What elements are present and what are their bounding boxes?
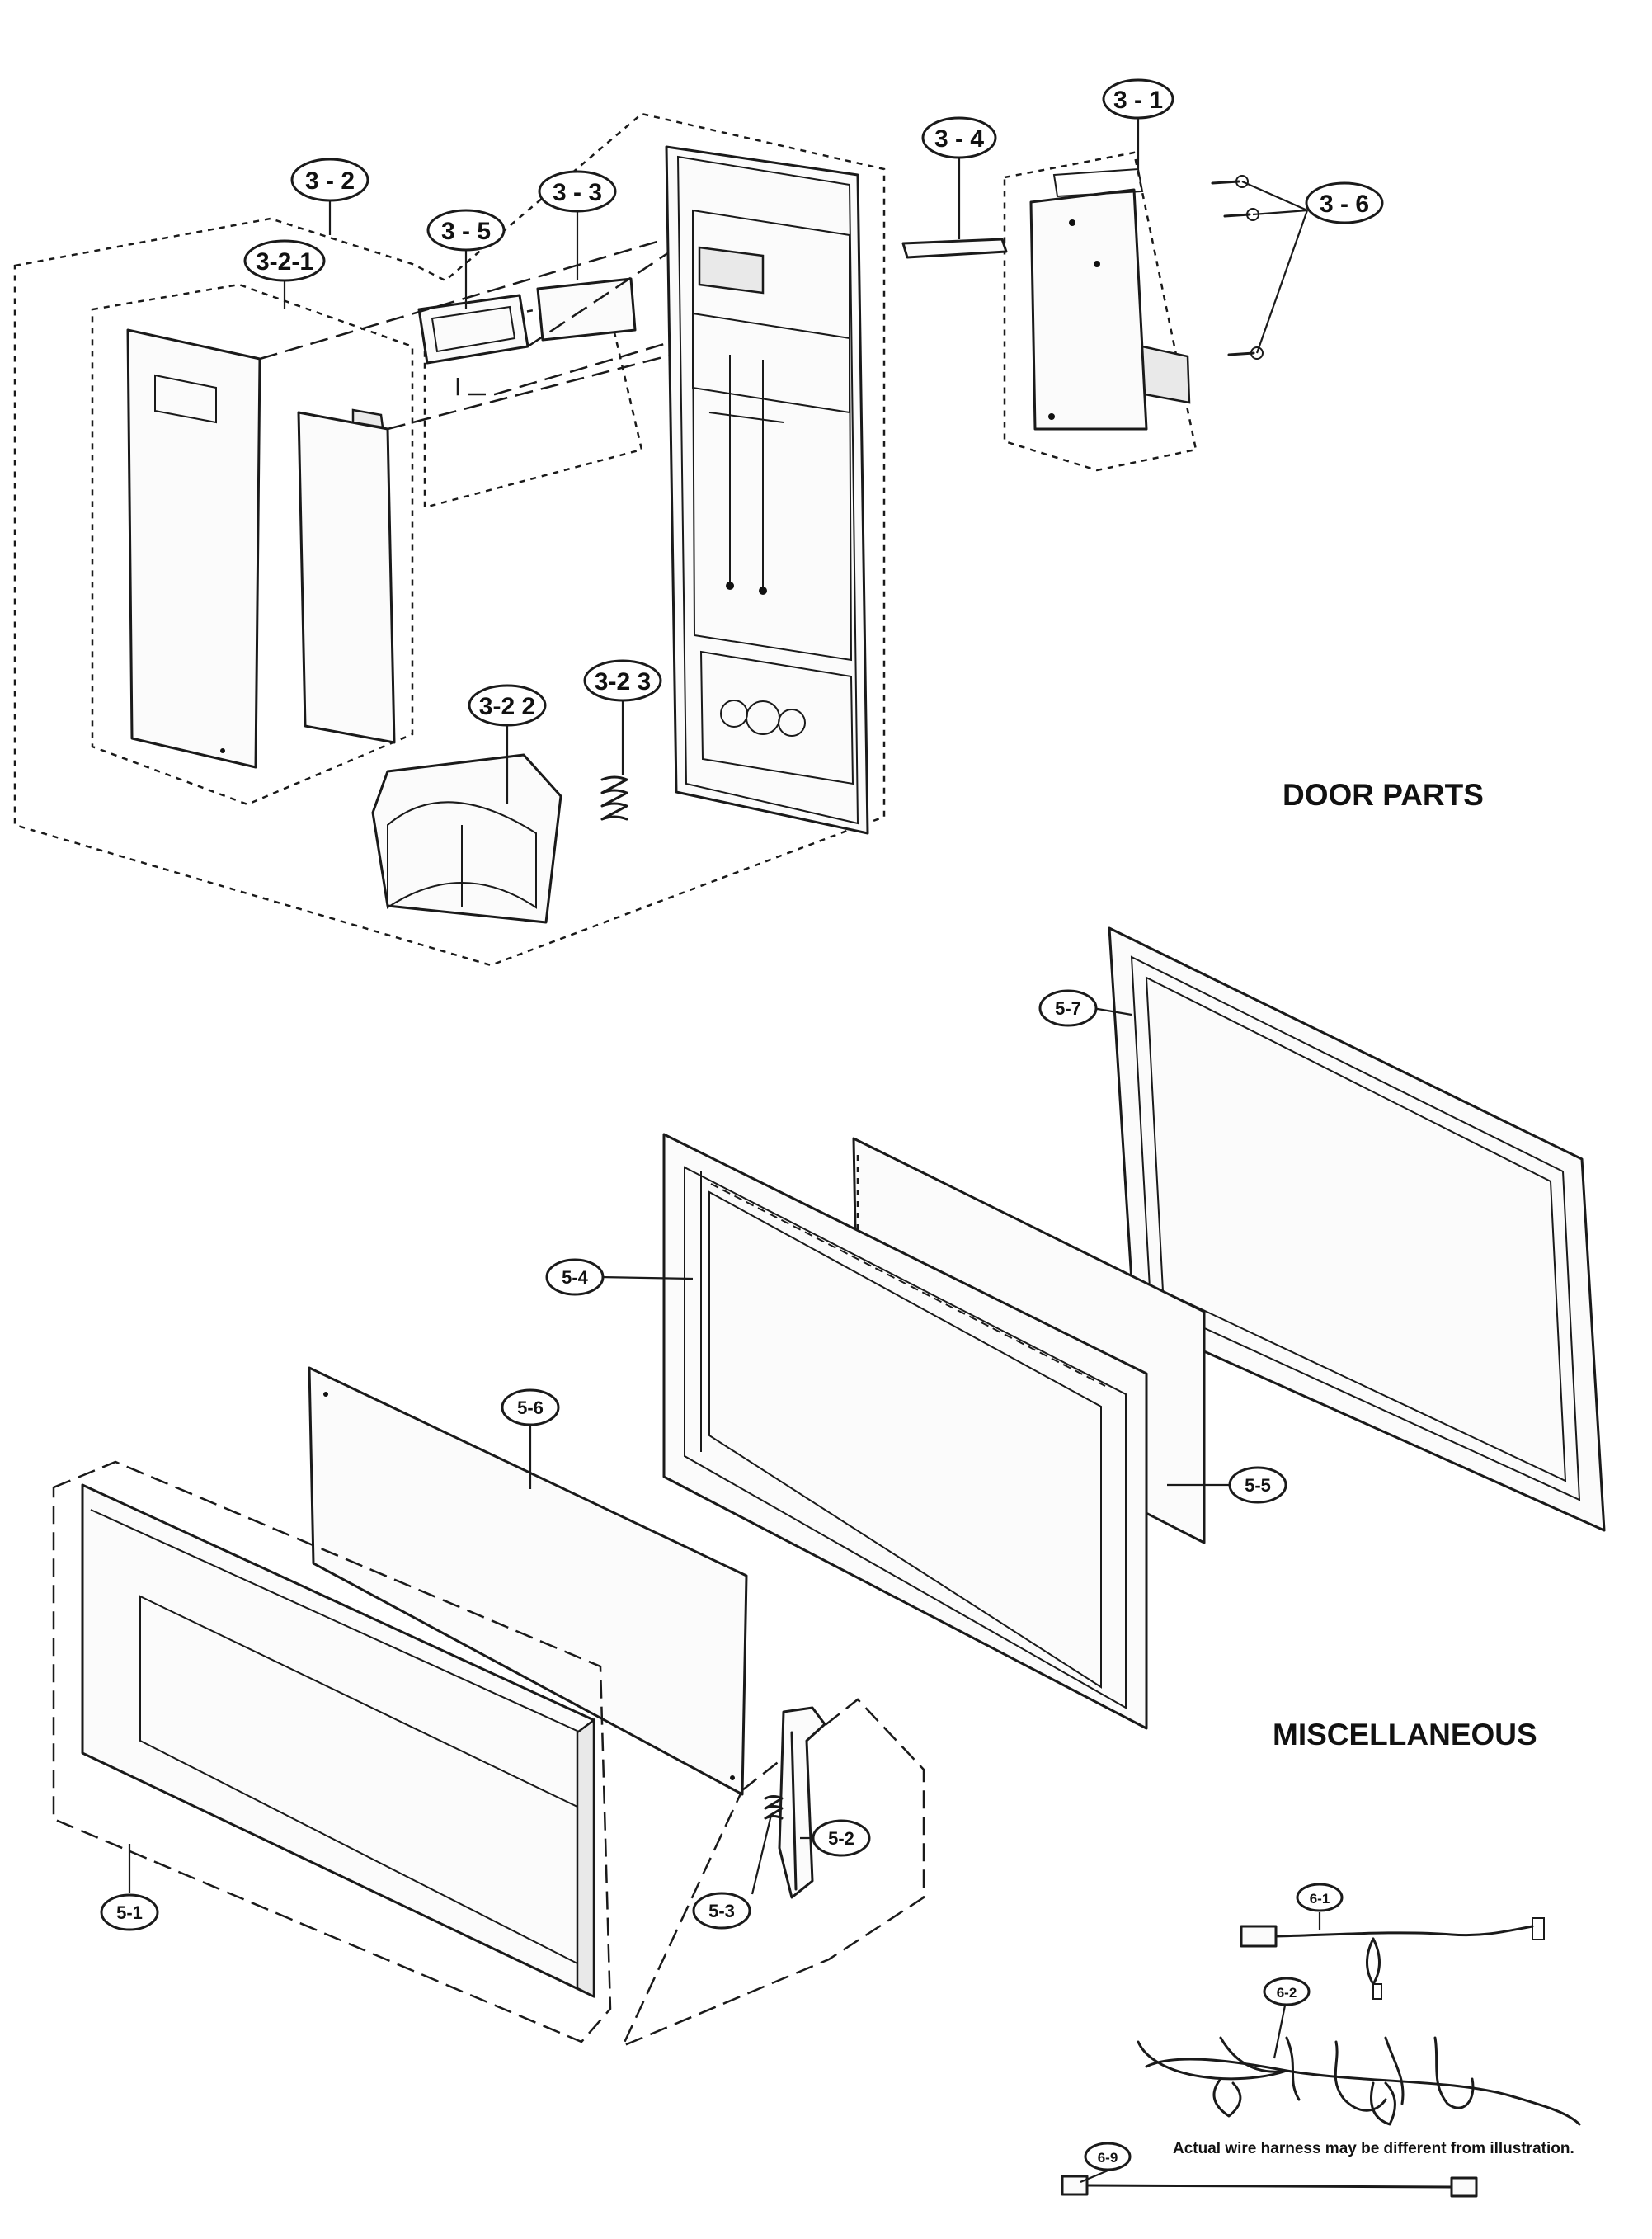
svg-text:6-1: 6-1 bbox=[1310, 1891, 1330, 1907]
assembly-boundary-3-3 bbox=[423, 295, 643, 509]
assembly-boundary-3-2-1 bbox=[91, 283, 414, 806]
window-3-5 bbox=[417, 294, 529, 365]
heading-miscellaneous: MISCELLANEOUS bbox=[1273, 1718, 1537, 1751]
callout-5-7: 5-7 bbox=[1038, 989, 1098, 1027]
callout-5-2: 5-2 bbox=[812, 1819, 871, 1857]
outer-frame-5-7 bbox=[1108, 926, 1606, 1532]
svg-text:3-2 2: 3-2 2 bbox=[479, 693, 535, 720]
svg-text:5-3: 5-3 bbox=[708, 1901, 735, 1921]
svg-text:3 - 2: 3 - 2 bbox=[305, 167, 355, 195]
callout-3-4: 3 - 4 bbox=[921, 116, 997, 159]
spring-5-3 bbox=[764, 1795, 784, 1820]
harness-note: Actual wire harness may be different fro… bbox=[1173, 2140, 1574, 2157]
svg-text:5-1: 5-1 bbox=[116, 1902, 143, 1923]
svg-text:5-7: 5-7 bbox=[1055, 998, 1081, 1019]
callout-6-2: 6-2 bbox=[1263, 1977, 1311, 2006]
svg-text:5-2: 5-2 bbox=[828, 1828, 854, 1849]
svg-text:3 - 5: 3 - 5 bbox=[441, 218, 491, 245]
heading-door-parts: DOOR PARTS bbox=[1283, 778, 1484, 812]
callout-3-3: 3 - 3 bbox=[538, 170, 617, 213]
assembly-boundary-3-1 bbox=[1003, 151, 1198, 472]
control-panel-frame bbox=[665, 145, 869, 835]
latch-5-2 bbox=[778, 1706, 826, 1899]
svg-text:5-4: 5-4 bbox=[562, 1267, 589, 1288]
panel-3-2-1 bbox=[126, 328, 261, 769]
knob-housing-3-2-2 bbox=[371, 753, 562, 924]
leader-lines bbox=[128, 118, 1321, 2184]
svg-text:6-9: 6-9 bbox=[1098, 2150, 1118, 2166]
callout-3-2: 3 - 2 bbox=[290, 158, 369, 202]
screws-3-6 bbox=[1211, 175, 1264, 360]
assembly-boundary-3-2 bbox=[13, 112, 886, 967]
shield-plate-5-6 bbox=[308, 1366, 748, 1796]
callout-3-6: 3 - 6 bbox=[1305, 181, 1384, 224]
callout-6-1: 6-1 bbox=[1296, 1883, 1344, 1912]
callout-5-4: 5-4 bbox=[545, 1258, 605, 1296]
callout-3-1: 3 - 1 bbox=[1102, 78, 1174, 120]
strip-3-4 bbox=[901, 238, 1008, 259]
assembly-boundary-5-2 bbox=[620, 1698, 925, 2048]
callout-5-1: 5-1 bbox=[100, 1893, 159, 1931]
guide-line bbox=[259, 239, 661, 361]
svg-text:3-2 3: 3-2 3 bbox=[595, 668, 651, 695]
svg-text:3 - 6: 3 - 6 bbox=[1320, 191, 1369, 218]
callout-5-6: 5-6 bbox=[501, 1388, 560, 1426]
callout-3-2-2: 3-2 2 bbox=[468, 684, 547, 727]
front-door-5-1 bbox=[81, 1483, 595, 1999]
callout-5-3: 5-3 bbox=[692, 1892, 751, 1930]
svg-text:3 - 4: 3 - 4 bbox=[934, 125, 984, 153]
svg-text:3 - 1: 3 - 1 bbox=[1113, 87, 1163, 114]
inner-frame-5-4 bbox=[662, 1133, 1148, 1730]
callout-5-5: 5-5 bbox=[1228, 1466, 1287, 1504]
callout-3-2-3: 3-2 3 bbox=[583, 659, 662, 702]
callout-6-9: 6-9 bbox=[1084, 2142, 1132, 2171]
svg-text:6-2: 6-2 bbox=[1277, 1985, 1297, 2001]
membrane-sheet bbox=[297, 408, 396, 744]
wire-harness-6-9 bbox=[1061, 2175, 1478, 2198]
circuit-board-3-1 bbox=[1029, 167, 1191, 431]
svg-text:3-2-1: 3-2-1 bbox=[256, 248, 313, 276]
spring-3-2-3 bbox=[600, 775, 628, 821]
callout-3-5: 3 - 5 bbox=[426, 209, 506, 252]
svg-text:5-6: 5-6 bbox=[517, 1398, 544, 1418]
guide-line bbox=[456, 312, 768, 396]
wire-harness-6-1 bbox=[1240, 1917, 1545, 2000]
svg-text:5-5: 5-5 bbox=[1245, 1475, 1271, 1496]
wire-harness-6-2 bbox=[1137, 2036, 1581, 2126]
assembly-boundary-5-1 bbox=[52, 1460, 612, 2043]
guide-line bbox=[527, 246, 677, 348]
callout-3-2-1: 3-2-1 bbox=[243, 239, 326, 282]
svg-text:3 - 3: 3 - 3 bbox=[553, 179, 602, 206]
